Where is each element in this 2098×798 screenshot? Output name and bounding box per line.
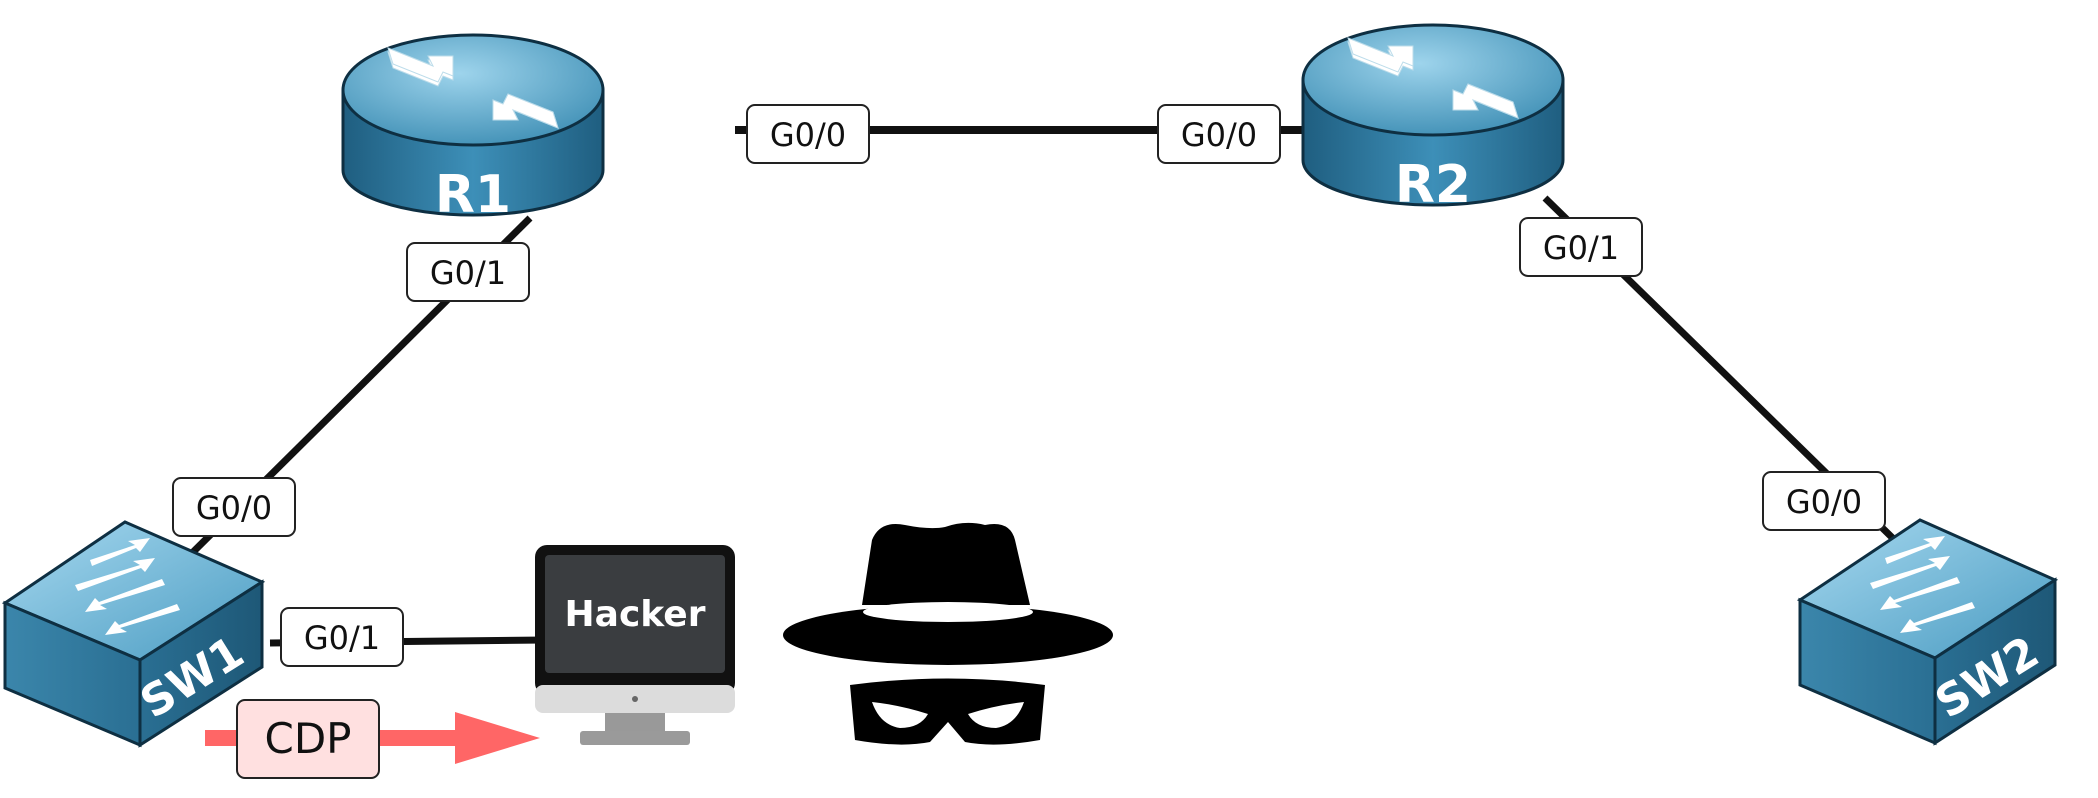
interface-r1-g00: G0/0 <box>746 104 870 164</box>
interface-sw2-g00: G0/0 <box>1762 471 1886 531</box>
interface-label: G0/1 <box>304 619 380 657</box>
interface-sw1-g00: G0/0 <box>172 477 296 537</box>
router-arrows-icon <box>1347 37 1519 119</box>
monitor-foot <box>580 731 690 745</box>
interface-label: G0/0 <box>770 116 846 154</box>
cdp-label: CDP <box>265 714 352 763</box>
interface-r2-g00: G0/0 <box>1157 104 1281 164</box>
interface-label: G0/1 <box>430 254 506 292</box>
hacker-computer[interactable]: Hacker <box>535 545 735 745</box>
router-r2[interactable]: R2 <box>1301 23 1565 215</box>
switch-arrows-icon <box>1870 536 1975 633</box>
interface-sw1-g01: G0/1 <box>280 607 404 667</box>
interface-label: G0/0 <box>1786 483 1862 521</box>
interface-labels: G0/0 G0/0 G0/1 G0/1 G0/0 G0/0 G0/1 <box>172 104 1886 667</box>
monitor-screen <box>545 555 725 673</box>
router-label: R1 <box>435 165 511 225</box>
cdp-label-box: CDP <box>236 699 380 779</box>
host-label: Hacker <box>565 594 706 635</box>
switch-sw1[interactable]: SW1 <box>1 520 266 748</box>
switch-sw2[interactable]: SW2 <box>1796 518 2059 746</box>
monitor-neck <box>605 713 665 733</box>
interface-label: G0/1 <box>1543 229 1619 267</box>
interface-label: G0/0 <box>196 489 272 527</box>
router-arrows-icon <box>387 47 559 129</box>
monitor-led <box>632 696 638 702</box>
router-label: R2 <box>1395 155 1471 215</box>
spy-icon <box>783 522 1113 745</box>
interface-r1-g01: G0/1 <box>406 242 530 302</box>
router-r1[interactable]: R1 <box>341 33 605 225</box>
interface-label: G0/0 <box>1181 116 1257 154</box>
interface-r2-g01: G0/1 <box>1519 217 1643 277</box>
switch-arrows-icon <box>75 538 180 635</box>
